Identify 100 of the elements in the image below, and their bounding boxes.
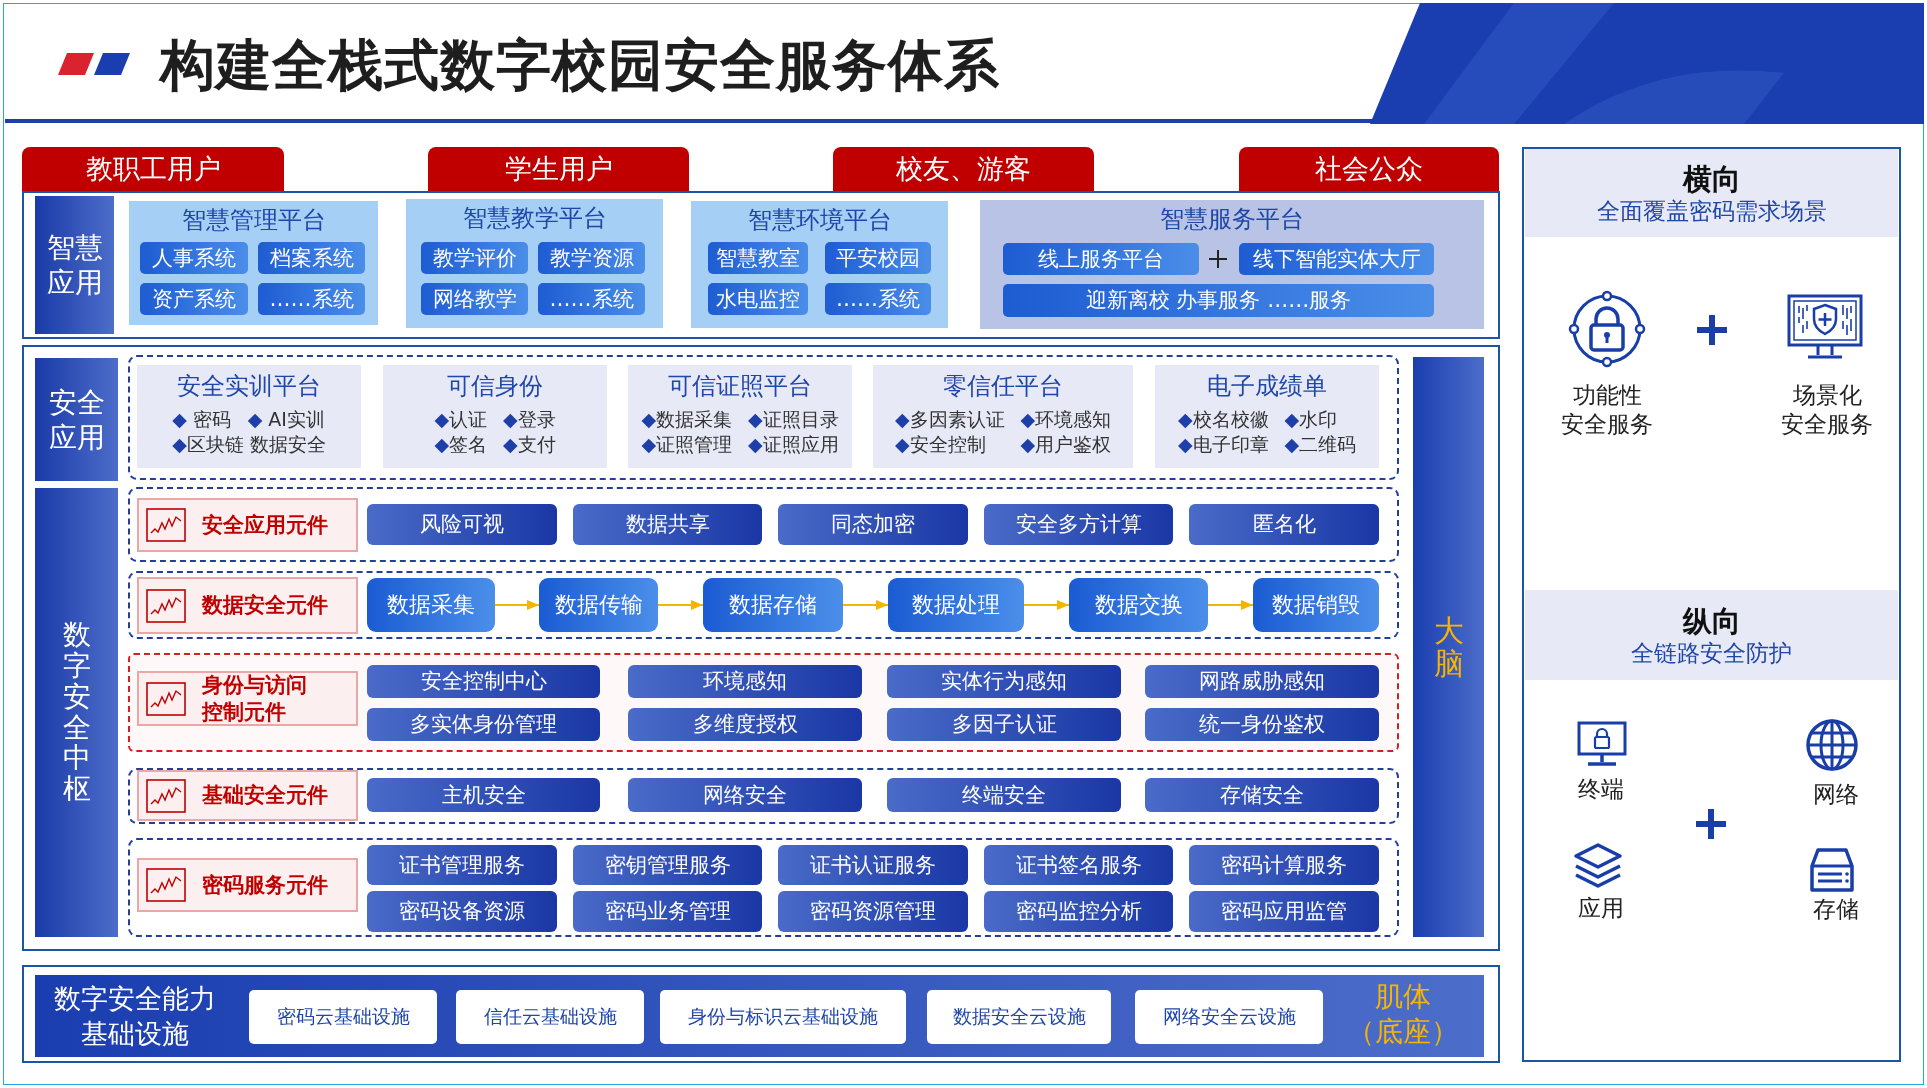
panel-title: 可信证照平台 bbox=[668, 371, 812, 401]
capability-tag bbox=[1145, 665, 1379, 698]
tag-label: 环境感知 bbox=[703, 668, 787, 695]
capability-tag bbox=[887, 708, 1121, 741]
feature-item: ◆ AI实训 bbox=[247, 408, 326, 432]
tag-label: 安全控制中心 bbox=[420, 668, 547, 695]
capability-tag bbox=[367, 845, 557, 885]
direction-heading: 纵向 bbox=[1682, 602, 1741, 639]
feature-item: ◆数据采集 bbox=[641, 408, 732, 432]
tag-label: 迎新离校 办事服务 ……服务 bbox=[1085, 287, 1352, 314]
feature-item: ◆ 密码 bbox=[172, 408, 232, 432]
infrastructure-tag bbox=[660, 990, 906, 1044]
infrastructure-tag bbox=[927, 990, 1111, 1044]
feature-item: ◆环境感知 bbox=[1020, 408, 1112, 432]
tag-label: 数据安全云设施 bbox=[952, 1005, 1086, 1029]
tag-label: 主机安全 bbox=[441, 781, 526, 809]
tab-label: 学生用户 bbox=[504, 152, 613, 186]
component-label: 身份与访问控制元件 bbox=[202, 672, 307, 725]
tag-label: 密码应用监管 bbox=[1221, 898, 1347, 925]
feature-item: ◆支付 bbox=[503, 432, 556, 457]
direction-heading: 横向 bbox=[1682, 160, 1741, 197]
system-tag bbox=[708, 283, 808, 315]
tag-label: 身份与标识云基础设施 bbox=[688, 1005, 878, 1029]
capability-tag bbox=[1189, 845, 1379, 885]
capability-tag bbox=[1145, 778, 1379, 812]
tag-label: 多维度授权 bbox=[692, 711, 798, 738]
feature-item: ◆证照目录 bbox=[748, 408, 839, 432]
direction-subtitle: 全链路安全防护 bbox=[1631, 638, 1792, 668]
tag-label: 证书管理服务 bbox=[399, 851, 525, 879]
capability-tag bbox=[367, 708, 600, 741]
tag-label: 多实体身份管理 bbox=[410, 711, 557, 738]
tag-label: 线下智能实体大厅 bbox=[1252, 245, 1421, 273]
brain-label: 大脑 bbox=[1433, 614, 1464, 680]
component-label-panel bbox=[137, 770, 358, 821]
system-tag bbox=[1239, 243, 1434, 275]
tag-label: 密码云基础设施 bbox=[276, 1005, 410, 1029]
panel-title: 安全实训平台 bbox=[177, 371, 321, 401]
direction-header bbox=[1525, 149, 1898, 237]
data-stage-tag bbox=[1253, 578, 1379, 632]
user-tab bbox=[22, 147, 284, 191]
panel-title: 可信身份 bbox=[447, 371, 543, 401]
panel-title: 电子成绩单 bbox=[1207, 371, 1327, 401]
user-tab bbox=[1239, 147, 1499, 191]
tag-label: 线上服务平台 bbox=[1038, 245, 1164, 273]
tag-label: 实体行为感知 bbox=[941, 668, 1067, 695]
component-label: 安全应用元件 bbox=[202, 511, 328, 539]
tag-label: 证书签名服务 bbox=[1015, 851, 1142, 879]
data-stage-tag bbox=[703, 578, 843, 632]
tag-label: ……系统 bbox=[549, 285, 634, 313]
section-frame bbox=[22, 965, 1500, 1063]
dashed-frame bbox=[128, 571, 1399, 639]
tab-label: 教职工用户 bbox=[85, 152, 221, 186]
tag-label: 数据共享 bbox=[625, 511, 710, 538]
tag-label: 密码业务管理 bbox=[604, 898, 731, 925]
system-tag bbox=[258, 242, 365, 274]
tag-label: 密码设备资源 bbox=[399, 898, 525, 925]
tag-label: 平安校园 bbox=[836, 244, 920, 272]
component-label: 数据安全元件 bbox=[202, 592, 328, 619]
platform-panel bbox=[137, 365, 361, 468]
capability-tag bbox=[573, 504, 762, 545]
icon-caption: 场景化安全服务 bbox=[1781, 380, 1873, 439]
system-tag bbox=[140, 283, 248, 315]
tag-label: 密码计算服务 bbox=[1221, 851, 1347, 879]
direction-subtitle: 全面覆盖密码需求场景 bbox=[1596, 196, 1827, 226]
flow-arrow bbox=[1207, 600, 1254, 610]
tag-label: 数据存储 bbox=[729, 591, 817, 619]
brain-bar bbox=[1413, 357, 1484, 937]
panel-title: 零信任平台 bbox=[943, 371, 1063, 401]
tag-label: 网路威胁感知 bbox=[1199, 668, 1325, 695]
platform-panel bbox=[383, 365, 607, 468]
capability-tag bbox=[573, 845, 762, 885]
tag-label: ……系统 bbox=[836, 285, 920, 313]
feature-item: ◆签名 bbox=[434, 432, 487, 457]
platform-panel bbox=[1155, 365, 1379, 468]
component-label-panel bbox=[137, 577, 358, 634]
system-tag bbox=[708, 242, 808, 274]
capability-tag bbox=[367, 891, 557, 932]
system-tag bbox=[421, 283, 528, 315]
user-tab bbox=[428, 147, 689, 191]
feature-item: ◆用户鉴权 bbox=[1020, 432, 1112, 457]
tag-label: 人事系统 bbox=[152, 244, 236, 272]
platform-panel bbox=[691, 201, 948, 328]
tag-label: 证书认证服务 bbox=[810, 851, 936, 879]
tag-label: 同态加密 bbox=[831, 511, 915, 538]
platform-panel bbox=[980, 200, 1484, 329]
tag-label: 密钥管理服务 bbox=[604, 851, 731, 879]
infrastructure-tag bbox=[456, 990, 644, 1044]
tag-label: 教学评价 bbox=[432, 244, 517, 272]
system-tag bbox=[538, 283, 645, 315]
feature-item: ◆证照管理 bbox=[641, 432, 732, 457]
feature-item: ◆电子印章 bbox=[1177, 432, 1269, 457]
flow-arrow bbox=[1023, 600, 1070, 610]
feature-item: ◆认证 bbox=[434, 408, 487, 432]
capability-tag bbox=[778, 891, 968, 932]
system-tag bbox=[825, 283, 931, 315]
tag-label: 数据处理 bbox=[912, 591, 1000, 619]
band-label: 数字安全能力基础设施 bbox=[54, 981, 216, 1051]
platform-panel bbox=[406, 199, 663, 328]
data-stage-tag bbox=[888, 578, 1024, 632]
capability-tag bbox=[778, 845, 968, 885]
